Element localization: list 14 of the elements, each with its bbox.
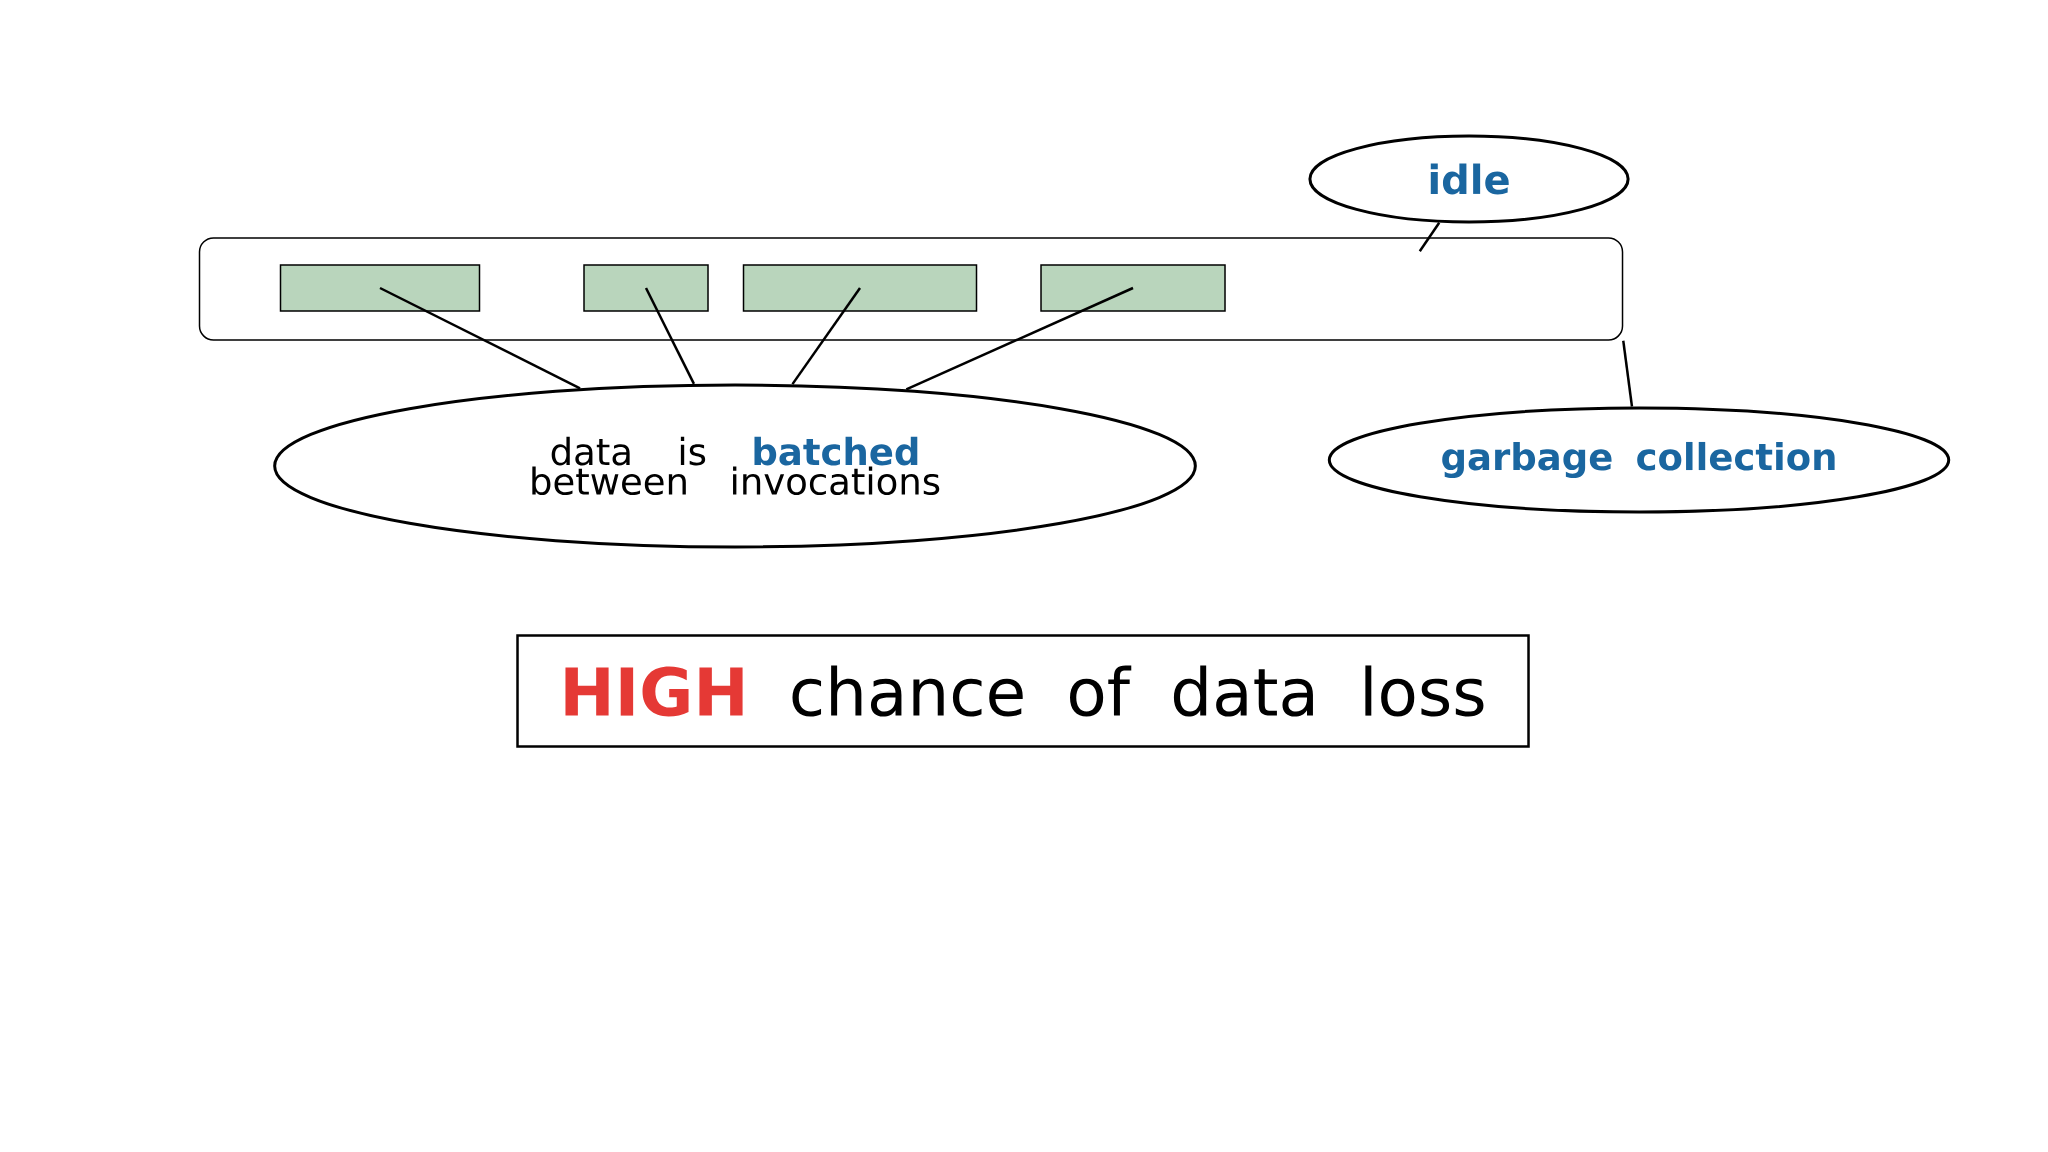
speech-bubble: data is batched between invocations xyxy=(273,383,1197,549)
callout-tail xyxy=(791,287,862,385)
process-bar xyxy=(1040,264,1226,312)
speech-bubble: garbage collection xyxy=(1327,406,1951,514)
process-bar xyxy=(742,264,978,312)
callout-tail xyxy=(1622,340,1634,407)
process-bar xyxy=(583,264,709,312)
callout-tail xyxy=(379,286,581,390)
callout-tail xyxy=(905,286,1134,391)
speech-bubble: idle xyxy=(1308,134,1630,224)
process-bar xyxy=(279,264,481,312)
callout-tail xyxy=(1418,222,1441,252)
message-box: HIGH chance of data loss xyxy=(516,634,1530,748)
callout-tail xyxy=(644,287,696,385)
